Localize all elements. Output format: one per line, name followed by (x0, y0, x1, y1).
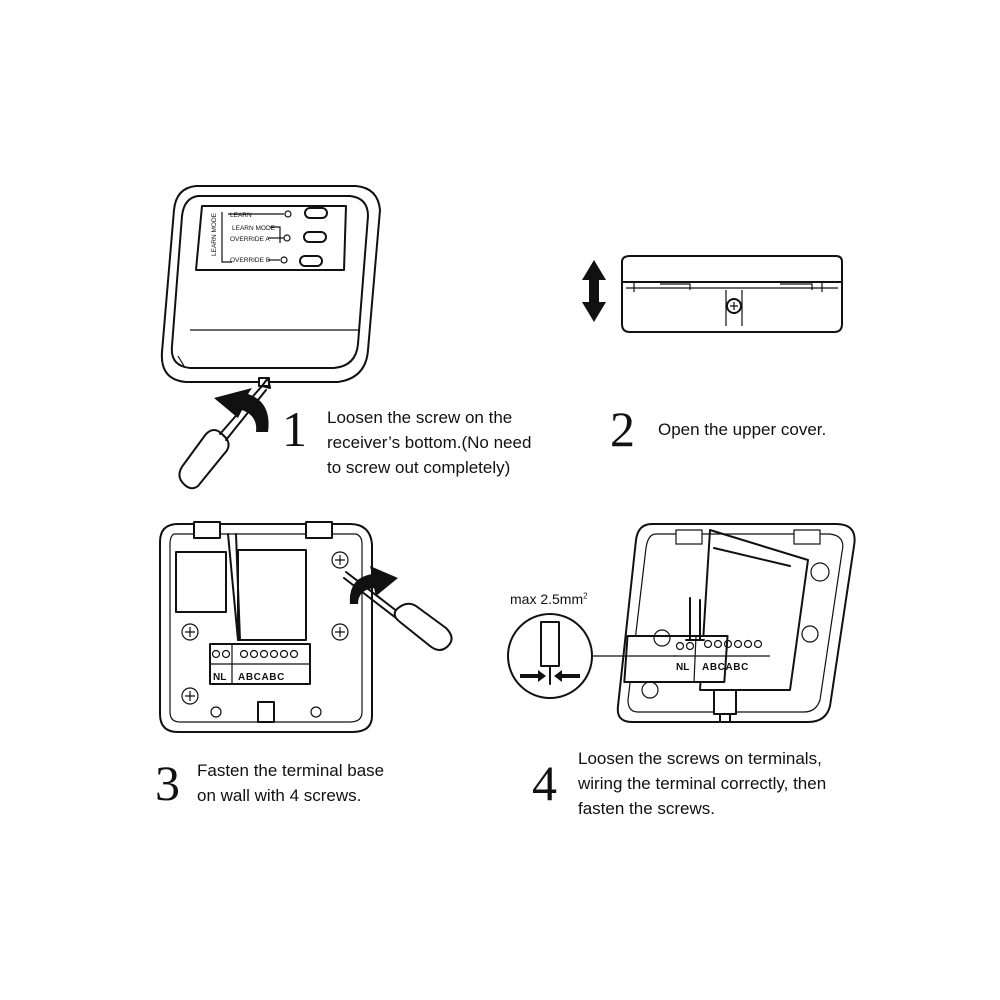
panel-label-learn-mode: LEARN MODE (232, 225, 276, 232)
control-panel: LEARN MODE LEARN LEARN MODE OVERRIDE A O… (211, 207, 328, 267)
wire-max-label: max 2.5mm2 (510, 591, 588, 607)
panel-label-learn: LEARN (230, 212, 252, 219)
panel-side-label: LEARN MODE (211, 212, 218, 256)
override-b-button[interactable] (299, 255, 323, 267)
rotate-arrow-icon (214, 388, 269, 432)
terminal-abc-label: ABCABC (238, 672, 285, 683)
screwdriver-icon (178, 377, 271, 490)
learn-button[interactable] (304, 207, 328, 219)
step-4-text: Loosen the screws on terminals, wiring t… (578, 749, 827, 818)
step-4-number: 4 (532, 755, 557, 811)
receiver-front-illustration: LEARN MODE LEARN LEARN MODE OVERRIDE A O… (160, 185, 381, 387)
terminal-wiring-illustration: NL ABCABC (616, 523, 856, 723)
step-3-number: 3 (155, 755, 180, 811)
step-1-text: Loosen the screw on the receiver’s botto… (327, 408, 532, 477)
panel-label-override-a: OVERRIDE A (230, 236, 270, 243)
screwdriver-icon (343, 571, 453, 651)
step-2-text: Open the upper cover. (658, 420, 827, 439)
terminal-nl-label: NL (213, 672, 226, 683)
step-3-text: Fasten the terminal base on wall with 4 … (197, 761, 385, 805)
terminal-screws-3 (211, 649, 299, 659)
step-1-number: 1 (282, 401, 307, 457)
rotate-arrow-icon (349, 566, 398, 604)
panel-label-override-b: OVERRIDE B (230, 257, 270, 264)
terminal-screws-4 (675, 639, 763, 651)
terminal-abc-label: ABCABC (702, 662, 749, 673)
receiver-side-illustration (621, 255, 843, 333)
wire-gauge-callout (507, 613, 676, 699)
terminal-nl-label: NL (676, 662, 689, 673)
step-2-number: 2 (610, 401, 635, 457)
override-a-button[interactable] (303, 231, 327, 243)
terminal-base-illustration: NL ABCABC (159, 521, 373, 733)
double-arrow-icon (582, 260, 606, 322)
